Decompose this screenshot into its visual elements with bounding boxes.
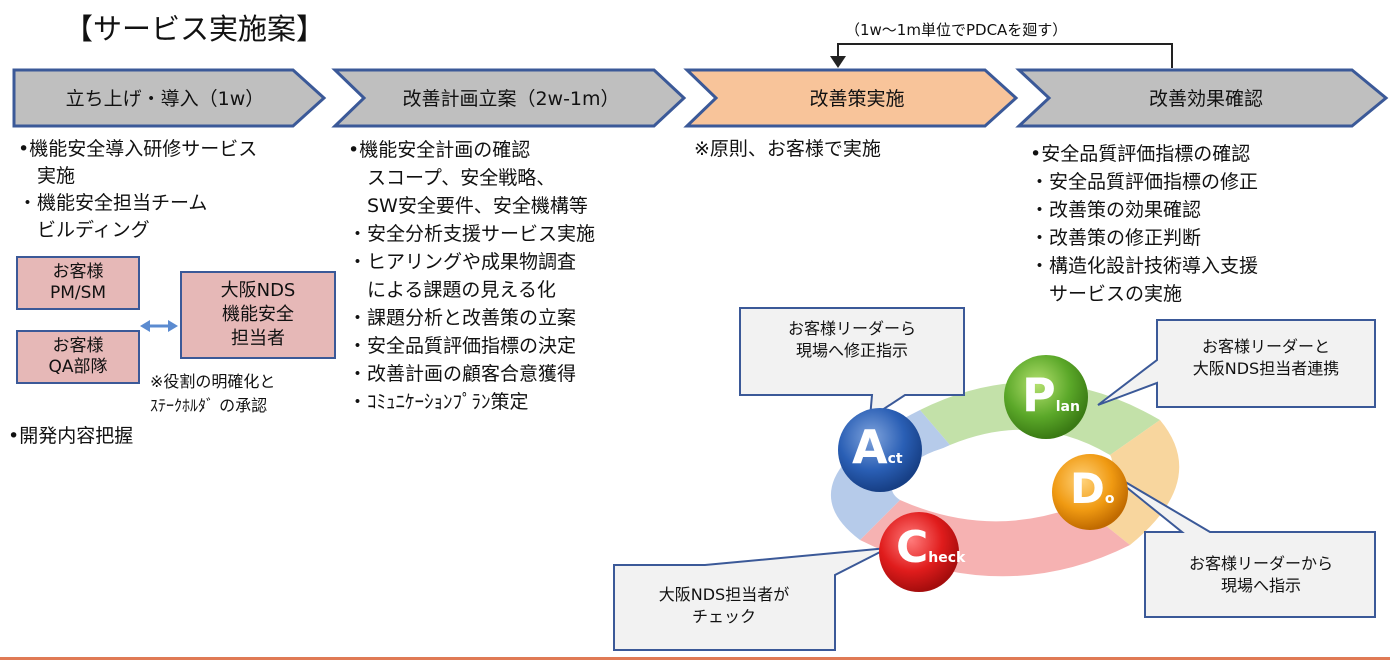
do-letter: D: [1070, 464, 1105, 513]
act-label: Act: [852, 420, 932, 480]
role-note: ※役割の明確化と ｽﾃｰｸﾎﾙﾀﾞ の承認: [150, 370, 275, 418]
customer-qa-line: QA部隊: [48, 357, 108, 377]
pdca-cycle-note: （1w～1m単位でPDCAを廻す）: [845, 21, 1068, 39]
customer-pm-line: お客様: [52, 262, 104, 282]
col4-line: •安全品質評価指標の確認: [1030, 143, 1251, 165]
pdca-loop-line: [837, 43, 1173, 68]
callout-act-line: 現場へ修正指示: [795, 341, 908, 360]
role-note-line: ｽﾃｰｸﾎﾙﾀﾞ の承認: [150, 396, 268, 415]
callout-act-line: お客様リーダーら: [787, 319, 916, 338]
step-1-label: 立ち上げ・導入（1w）: [65, 87, 265, 110]
col2-line: ・ｺﾐｭﾆｹｰｼｮﾝﾌﾟﾗﾝ策定: [348, 391, 529, 413]
col1-line: ビルディング: [18, 219, 150, 241]
do-label: Do: [1070, 464, 1140, 524]
callout-check-text: 大阪NDS担当者が チェック: [616, 584, 832, 628]
column-2-text: •機能安全計画の確認 スコープ、安全戦略、 SW安全要件、安全機構等 ・安全分析…: [348, 136, 595, 416]
column-4-text: •安全品質評価指標の確認 ・安全品質評価指標の修正 ・改善策の効果確認 ・改善策…: [1030, 140, 1258, 308]
role-link-arrow-right: [168, 320, 178, 332]
nds-staff-line: 担当者: [231, 328, 285, 349]
step-4-label: 改善効果確認: [1148, 87, 1263, 110]
nds-staff-line: 大阪NDS: [220, 280, 296, 301]
col3-line: ※原則、お客様で実施: [694, 138, 881, 160]
col1-line: 実施: [18, 165, 76, 187]
col2-line: ・改善計画の顧客合意獲得: [348, 363, 577, 385]
plan-ball: [1004, 355, 1088, 439]
act-letter: A: [852, 420, 888, 474]
customer-pm-box: お客様 PM/SM: [16, 256, 140, 310]
step-4-shape: [1015, 68, 1389, 128]
role-link-arrow-left: [140, 320, 150, 332]
nds-staff-line: 機能安全: [222, 304, 294, 325]
bottom-rule: [0, 657, 1390, 660]
callout-plan-line: お客様リーダーと: [1201, 337, 1330, 356]
check-letter: C: [896, 522, 929, 573]
col1-footer: •開発内容把握: [8, 425, 134, 447]
col4-line: ・改善策の修正判断: [1030, 227, 1202, 249]
column-1-text: •機能安全導入研修サービス 実施 ・機能安全担当チーム ビルディング: [18, 136, 257, 244]
col2-line: •機能安全計画の確認: [348, 139, 531, 161]
act-ball: [838, 408, 922, 492]
customer-pm-line: PM/SM: [49, 283, 107, 303]
callout-act-text: お客様リーダーら 現場へ修正指示: [742, 318, 962, 362]
step-2-shape: [331, 68, 687, 128]
callout-plan-bubble: [1097, 319, 1376, 408]
col2-line: ・安全品質評価指標の決定: [348, 335, 577, 357]
callout-plan-text: お客様リーダーと 大阪NDS担当者連携: [1160, 336, 1372, 380]
role-note-line: ※役割の明確化と: [150, 372, 276, 391]
col1-line: •機能安全導入研修サービス: [18, 138, 258, 160]
act-suffix: ct: [887, 451, 903, 467]
callout-check-line: 大阪NDS担当者が: [658, 585, 790, 604]
step-1-shape: [12, 68, 327, 128]
check-ball: [879, 512, 959, 592]
callout-do-text: お客様リーダーから 現場へ指示: [1148, 553, 1374, 597]
plan-label: Plan: [1022, 368, 1102, 428]
col2-line: ・安全分析支援サービス実施: [348, 223, 596, 245]
callout-do-line: 現場へ指示: [1220, 576, 1301, 595]
callout-check-bubble: [613, 547, 889, 651]
col4-line: ・改善策の効果確認: [1030, 199, 1202, 221]
step-2-label: 改善計画立案（2w-1m）: [402, 87, 620, 110]
callout-do-line: お客様リーダーから: [1188, 554, 1333, 573]
col2-line: ・ヒアリングや成果物調査: [348, 251, 577, 273]
step-3-label: 改善策実施: [809, 87, 905, 110]
col2-line: スコープ、安全戦略、: [348, 167, 556, 189]
step-3-shape: [683, 68, 1019, 128]
col2-line: SW安全要件、安全機構等: [348, 195, 588, 217]
callout-do-bubble: [1104, 469, 1376, 618]
column-3-text: ※原則、お客様で実施: [694, 136, 881, 163]
col4-line: ・構造化設計技術導入支援: [1030, 255, 1259, 277]
col4-line: ・安全品質評価指標の修正: [1030, 171, 1259, 193]
check-suffix: heck: [928, 550, 966, 566]
callout-act-bubble: [739, 307, 965, 420]
plan-suffix: lan: [1055, 399, 1080, 415]
callout-plan-line: 大阪NDS担当者連携: [1192, 359, 1340, 378]
callout-check-line: チェック: [691, 607, 756, 626]
pdca-loop-arrowhead: [830, 56, 846, 68]
col2-line: ・課題分析と改善策の立案: [348, 307, 577, 329]
customer-qa-box: お客様 QA部隊: [16, 330, 140, 384]
col4-line: サービスの実施: [1030, 283, 1183, 305]
plan-letter: P: [1022, 368, 1056, 422]
col2-line: による課題の見える化: [348, 279, 556, 301]
do-suffix: o: [1104, 491, 1115, 507]
customer-qa-line: お客様: [52, 336, 104, 356]
nds-staff-box: 大阪NDS 機能安全 担当者: [180, 271, 336, 359]
col1-line: ・機能安全担当チーム: [18, 192, 208, 214]
check-label: Check: [896, 522, 1006, 582]
do-ball: [1052, 454, 1128, 530]
page-title: 【サービス実施案】: [64, 12, 326, 46]
